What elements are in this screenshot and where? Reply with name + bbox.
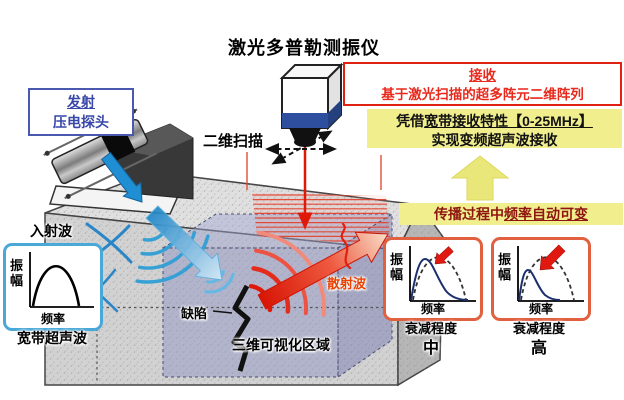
scattered-wave-label: 散射波: [327, 276, 367, 291]
probe-emit-arrow: [100, 151, 143, 203]
shift-arrow: [539, 244, 566, 271]
transmit-title: 发射: [67, 94, 95, 110]
bandwidth-line2: 实现变频超声波接收: [431, 132, 558, 148]
receive-title: 接收: [469, 68, 496, 83]
upward-yellow-arrow: [450, 155, 510, 201]
propagation-underlined: 频率自动可变: [504, 206, 588, 222]
bandwidth-prefix: 凭借: [396, 113, 425, 129]
receive-subtitle: 基于激光扫描的超多阵元二维阵列: [381, 87, 584, 102]
attenuation-high-y-label: 振幅: [498, 252, 512, 282]
defect-crack: [231, 284, 251, 372]
scan-raster: [246, 152, 391, 246]
attenuation-high-x-label: 频率: [528, 302, 553, 316]
vibrometer-blue-band: [282, 113, 328, 128]
attenuation-mid-plot: [409, 246, 476, 302]
attenuation-high-plot: [517, 244, 584, 302]
scan-label: 二维扫描: [203, 133, 264, 150]
receive-array-box: 接收 基于激光扫描的超多阵元二维阵列: [343, 62, 622, 106]
broadband-plot: [29, 252, 94, 308]
attenuation-high-level: 高: [530, 340, 547, 357]
broadband-y-label: 振幅: [10, 258, 24, 288]
bandwidth-underlined: 宽带接收特性【0-25MHz】: [424, 113, 593, 129]
defect-label: 缺陷: [181, 306, 208, 321]
transmit-probe-box: 发射 压电探头: [28, 88, 134, 136]
shift-arrow: [434, 246, 454, 265]
attenuation-mid-y-label: 振幅: [390, 252, 404, 282]
broadband-x-label: 频率: [40, 312, 65, 326]
transmit-subtitle: 压电探头: [53, 114, 109, 130]
scattered-wave-arrow: [257, 231, 389, 310]
attenuation-mid-caption: 衰减程度: [404, 321, 457, 336]
broadband-caption: 宽带超声波: [17, 330, 87, 346]
attenuation-mid-chart: 振幅 频率: [383, 237, 483, 321]
attenuation-mid-x-label: 频率: [420, 302, 445, 316]
attenuation-high-chart: 振幅 频率: [491, 237, 591, 321]
incident-wave-arrow: [145, 205, 223, 281]
propagation-prefix: 传播过程中: [434, 206, 504, 222]
attenuation-mid-level: 中: [422, 340, 439, 357]
scan-direction-arrows: [265, 130, 337, 165]
page-title: 激光多普勒测振仪: [228, 38, 380, 58]
defect-leader-line: [212, 310, 233, 314]
bandwidth-highlight-box: 凭借宽带接收特性【0-25MHz】 实现变频超声波接收: [367, 109, 622, 148]
broadband-spectrum-chart: 振幅 频率: [3, 243, 103, 331]
attenuation-high-caption: 衰减程度: [512, 321, 565, 336]
propagation-highlight-box: 传播过程中频率自动可变: [399, 203, 623, 225]
incident-wave-label: 入射波: [30, 223, 72, 239]
visualization-region-label: 三维可视化区域: [232, 337, 330, 353]
